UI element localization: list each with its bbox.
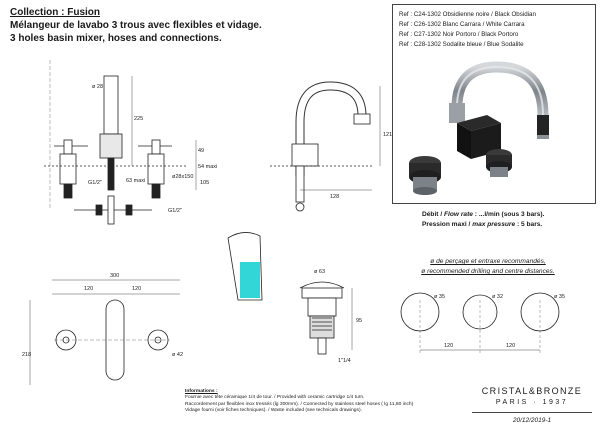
dim-label: 49: [198, 148, 204, 154]
information-line: Raccordement par flexibles inox tressés …: [185, 401, 414, 407]
reference-list: Ref : C24-1302 Obsidienne noire / Black …: [399, 10, 536, 50]
flow-label-fr: Débit /: [422, 211, 443, 218]
information-heading: Informations :: [185, 389, 218, 394]
dim-label: 300: [110, 273, 119, 279]
dim-label: 105: [200, 180, 209, 186]
spray-illustration: [227, 232, 263, 301]
pressure-label-fr: Pression maxi /: [422, 221, 471, 228]
product-title-en: 3 holes basin mixer, hoses and connectio…: [10, 33, 222, 44]
dim-label: 54 maxi: [198, 164, 217, 170]
drill-diameter: ø 35: [434, 294, 445, 300]
dim-label: G1/2": [168, 208, 182, 214]
drill-spacing: 120: [444, 343, 453, 349]
drill-diameter: ø 35: [554, 294, 565, 300]
drilling-note: ø de perçage et entraxe recommandés, ø r…: [380, 257, 596, 277]
dim-label: ø 28: [92, 84, 103, 90]
waste-drawing: [299, 281, 353, 355]
flow-rate-line: Débit / Flow rate : ...l/min (sous 3 bar…: [422, 210, 544, 220]
side-view-drawing: [270, 81, 381, 212]
product-title-fr: Mélangeur de lavabo 3 trous avec flexibl…: [10, 20, 262, 31]
reference-box: Ref : C24-1302 Obsidienne noire / Black …: [392, 4, 596, 204]
flow-label-en: Flow rate: [444, 211, 473, 218]
dim-label: 1"1/4: [338, 358, 351, 364]
brand-logo: CRISTAL&BRONZE: [481, 386, 583, 396]
drilling-note-fr: ø de perçage et entraxe recommandés,: [430, 258, 546, 265]
collection-name: Collection : Fusion: [10, 7, 100, 18]
dim-label: 218: [22, 352, 31, 358]
dim-label: ø 42: [172, 352, 183, 358]
front-view-drawing: [44, 60, 197, 225]
title-block: Collection : Fusion Mélangeur de lavabo …: [10, 6, 350, 45]
specifications: Débit / Flow rate : ...l/min (sous 3 bar…: [422, 210, 544, 230]
dim-label: ø28x150: [172, 174, 193, 180]
dim-label: 128: [330, 194, 339, 200]
reference-item: Ref : C27-1302 Noir Portoro / Black Port…: [399, 31, 519, 38]
dim-label: 120: [132, 286, 141, 292]
document-date: 20/12/2019-1: [512, 417, 552, 424]
brand-divider: [472, 412, 592, 413]
information-line: Fournie avec tête céramique 1/4 de tour.…: [185, 395, 365, 401]
dim-label: 63 maxi: [126, 178, 145, 184]
information-line: Vidage fourni (voir fiches techniques). …: [185, 408, 362, 414]
reference-item: Ref : C28-1302 Sodalite bleue / Blue Sod…: [399, 41, 524, 48]
flow-value: : ...l/min (sous 3 bars).: [474, 211, 545, 218]
reference-item: Ref : C26-1302 Blanc Carrara / White Car…: [399, 21, 525, 28]
pressure-line: Pression maxi / max pressure : 5 bars.: [422, 220, 544, 230]
pressure-label-en: max pressure: [472, 221, 516, 228]
product-render: [409, 61, 549, 195]
dim-label: 120: [84, 286, 93, 292]
dim-label: 121: [383, 132, 392, 138]
top-view-drawing: [29, 279, 180, 385]
dim-label: ø 63: [314, 269, 325, 275]
dim-label: 95: [356, 318, 362, 324]
dim-label: 225: [134, 116, 143, 122]
brand-subtitle: PARIS · 1937: [495, 399, 569, 406]
dim-label: G1/2": [88, 180, 102, 186]
pressure-value: : 5 bars.: [516, 221, 543, 228]
reference-item: Ref : C24-1302 Obsidienne noire / Black …: [399, 11, 536, 18]
drilling-drawing: [400, 292, 560, 354]
drilling-note-en: ø recommended drilling and centre distan…: [421, 268, 555, 275]
drill-diameter: ø 32: [492, 294, 503, 300]
drill-spacing: 120: [506, 343, 515, 349]
information-block: Informations : Fournie avec tête céramiq…: [185, 389, 413, 415]
